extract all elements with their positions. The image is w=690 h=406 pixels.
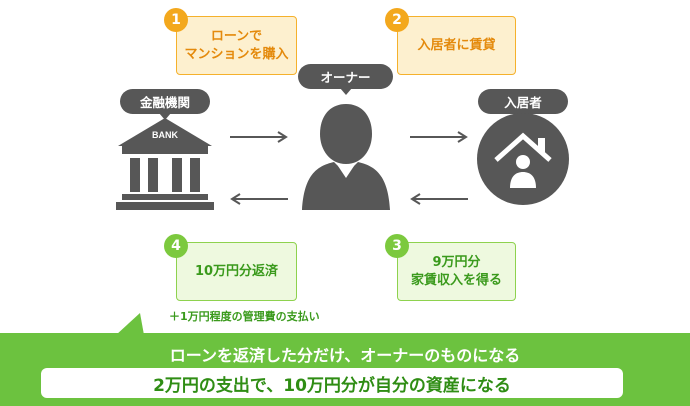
step-2-box: 入居者に賃貸 [397, 16, 516, 75]
step-4-line1: 10万円分返済 [194, 263, 279, 279]
arrow-tenant-to-owner [410, 193, 468, 205]
owner-person-icon [302, 104, 390, 210]
bank-label: 金融機関 [120, 89, 210, 120]
summary-line1: ローンを返済した分だけ、オーナーのものになる [169, 346, 521, 365]
summary-highlight-box: 2万円の支出で、10万円分が自分の資産になる [41, 368, 623, 398]
step-1-line1: ローンで [210, 28, 263, 44]
bank-sign-text: BANK [152, 130, 178, 140]
owner-label-text: オーナー [320, 70, 371, 85]
step-3-line1: 9万円分 [432, 254, 481, 270]
step-1-line2: マンションを購入 [184, 46, 289, 62]
step-2-number: 2 [385, 8, 409, 32]
step-1-number: 1 [164, 8, 188, 32]
tenant-label: 入居者 [478, 89, 568, 120]
summary-pointer [116, 313, 144, 335]
management-fee-note: ＋1万円程度の管理費の支払い [169, 310, 320, 323]
owner-label: オーナー [298, 64, 393, 95]
step-1-box: ローンで マンションを購入 [176, 16, 297, 75]
bank-label-text: 金融機関 [139, 95, 190, 110]
step-4-number: 4 [164, 234, 188, 258]
arrow-owner-to-bank [230, 193, 288, 205]
step-3-number: 3 [385, 234, 409, 258]
bank-building-icon: BANK [116, 118, 214, 210]
step-4-box: 10万円分返済 [176, 242, 297, 301]
arrow-owner-to-tenant [410, 131, 468, 143]
arrow-bank-to-owner [230, 131, 288, 143]
step-3-line2: 家賃収入を得る [410, 272, 502, 288]
step-2-line1: 入居者に賃貸 [417, 37, 496, 53]
tenant-house-icon [477, 113, 569, 205]
summary-line2: 2万円の支出で、10万円分が自分の資産になる [153, 375, 511, 396]
tenant-label-text: 入居者 [504, 95, 542, 110]
step-3-box: 9万円分 家賃収入を得る [397, 242, 516, 301]
